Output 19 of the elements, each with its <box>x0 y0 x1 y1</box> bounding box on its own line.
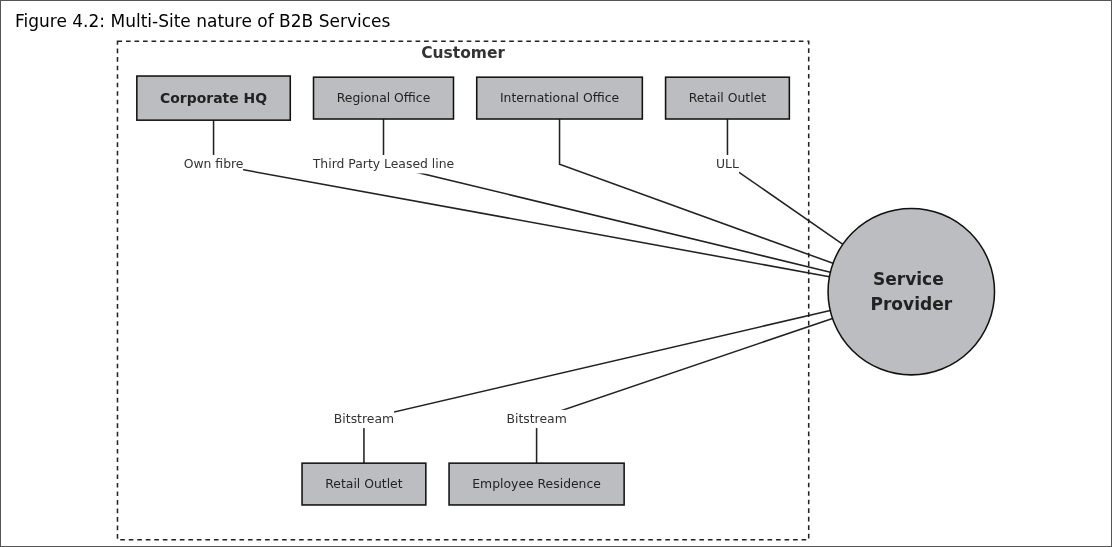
node-box: Retail Outlet <box>664 76 791 120</box>
node-box: Corporate HQ <box>136 75 292 121</box>
node-box: Retail Outlet <box>301 462 427 506</box>
figure-title: Figure 4.2: Multi-Site nature of B2B Services <box>14 10 392 33</box>
edge-label: Third Party Leased line <box>312 156 455 172</box>
edge-label: ULL <box>716 156 739 172</box>
connector <box>363 309 831 464</box>
edge-label: Bitstream <box>506 411 567 426</box>
edge-label: Own fibre <box>183 156 244 172</box>
connector <box>558 118 834 265</box>
edge-label: Bitstream <box>333 411 395 426</box>
node-box: Employee Residence <box>448 462 625 506</box>
connector <box>726 118 844 246</box>
connector <box>212 119 831 278</box>
node-box: International Office <box>475 76 644 120</box>
node-circle: Service Provider <box>827 207 996 376</box>
node-box: Regional Office <box>312 76 455 120</box>
connector <box>382 118 832 273</box>
connector <box>535 317 834 464</box>
